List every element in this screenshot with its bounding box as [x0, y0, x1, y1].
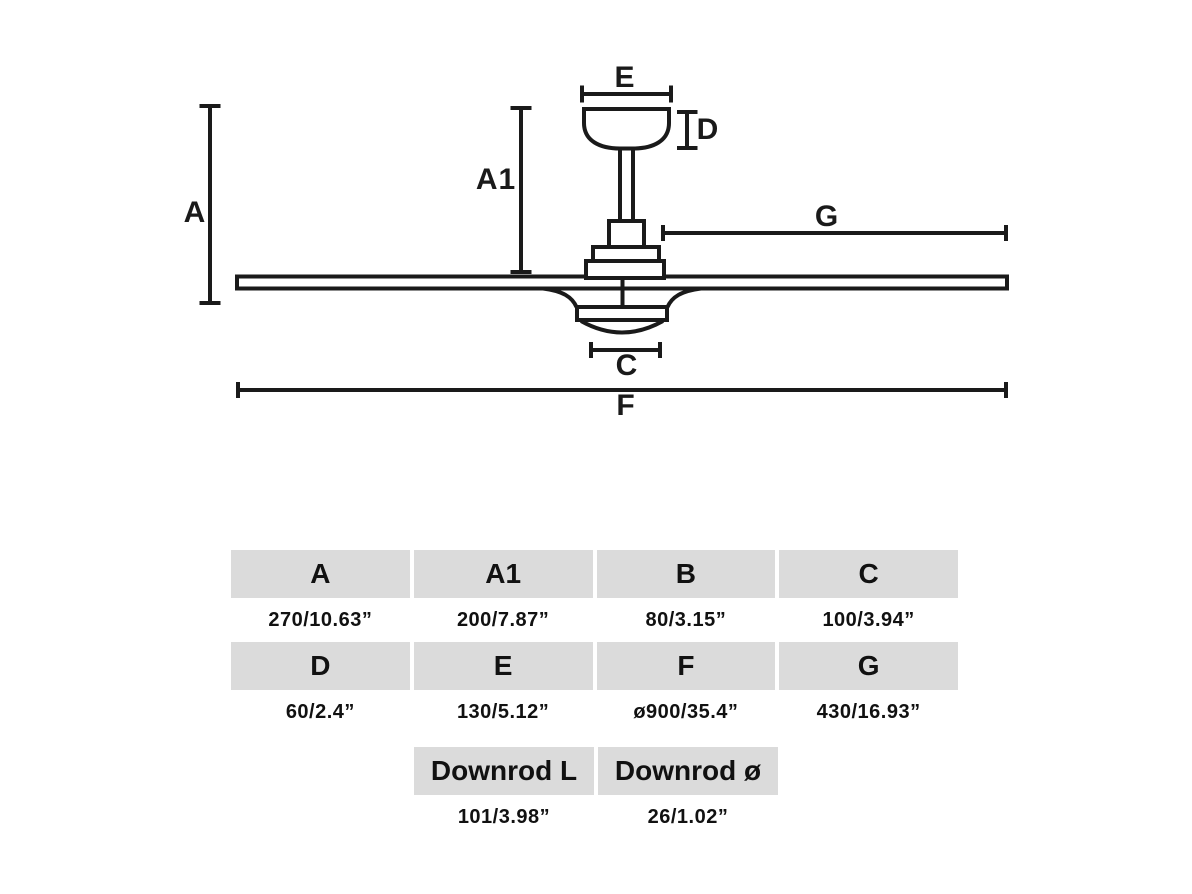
dim-line-g: [661, 225, 1008, 241]
motor-housing: [584, 259, 666, 280]
value-cell-g: 430/16.93”: [779, 690, 958, 734]
motor-top-step: [591, 245, 661, 263]
fan-diagram-svg: [199, 85, 1009, 398]
dim-label-e: E: [614, 61, 636, 94]
header-cell-a: A: [231, 550, 410, 598]
dim-line-a: [199, 104, 221, 305]
value-cell-e: 130/5.12”: [413, 690, 593, 734]
light-kit-fairing-right: [665, 286, 702, 308]
value-cell-downrod-l: 101/3.98”: [414, 795, 594, 839]
dim-line-a1: [510, 106, 532, 274]
value-cell-b: 80/3.15”: [596, 598, 776, 642]
dim-line-c: [589, 342, 662, 358]
value-cell-d: 60/2.4”: [231, 690, 410, 734]
header-cell-g: G: [779, 642, 958, 690]
value-cell-c: 100/3.94”: [779, 598, 958, 642]
light-kit-glass: [580, 319, 664, 335]
downrod-coupling: [607, 219, 646, 249]
canopy: [582, 107, 671, 151]
dim-line-f: [236, 382, 1008, 398]
light-kit-fairing-left: [542, 286, 579, 308]
header-cell-d: D: [231, 642, 410, 690]
fan-side-view-diagram: E D A1 A G C F: [183, 61, 1009, 422]
header-cell-e: E: [413, 642, 593, 690]
downrod-table: Downrod L Downrod ø 101/3.98” 26/1.02”: [414, 747, 778, 839]
downrod: [618, 146, 635, 223]
value-cell-downrod-diameter: 26/1.02”: [598, 795, 778, 839]
value-cell-a: 270/10.63”: [231, 598, 410, 642]
header-cell-f: F: [596, 642, 776, 690]
header-cell-a1: A1: [413, 550, 593, 598]
dim-line-d: [677, 110, 698, 150]
value-cell-a1: 200/7.87”: [413, 598, 593, 642]
light-kit-body: [575, 305, 669, 322]
dim-label-a: A: [183, 196, 207, 229]
header-cell-downrod-diameter: Downrod ø: [598, 747, 778, 795]
dim-line-e: [580, 85, 673, 103]
value-cell-f: ø900/35.4”: [596, 690, 776, 734]
dim-label-a1: A1: [475, 163, 517, 196]
dimension-lines: [199, 85, 1008, 398]
dim-label-f: F: [616, 389, 636, 422]
fan-drawing: [235, 107, 1009, 335]
dim-label-c: C: [615, 349, 639, 382]
dimension-table: A A1 B C 270/10.63” 200/7.87” 80/3.15” 1…: [231, 550, 958, 734]
header-cell-b: B: [596, 550, 776, 598]
dim-label-g: G: [814, 200, 840, 233]
header-cell-c: C: [779, 550, 958, 598]
dim-label-d: D: [696, 113, 720, 146]
header-cell-downrod-l: Downrod L: [414, 747, 594, 795]
